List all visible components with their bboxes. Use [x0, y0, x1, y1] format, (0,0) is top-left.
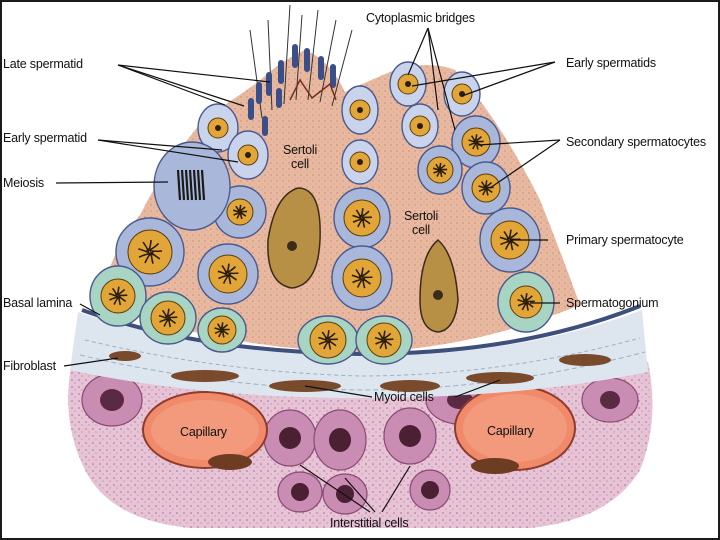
secondary-spermatocyte [461, 161, 511, 215]
peritubular-layer [70, 310, 648, 398]
late-spermatid-heads [248, 4, 353, 136]
label-myoid-cells: Myoid cells [374, 390, 434, 404]
label-late-spermatid: Late spermatid [3, 57, 83, 71]
primary-spermatocyte [115, 217, 185, 287]
early-spermatid [341, 139, 379, 185]
label-interstitial-cells: Interstitial cells [330, 516, 409, 530]
label-early-spermatids: Early spermatids [566, 56, 656, 70]
label-capillary-right: Capillary [487, 424, 534, 438]
early-spermatid [341, 85, 379, 135]
label-sertoli-cell-right: Sertoli cell [403, 209, 439, 237]
label-spermatogonium: Spermatogonium [566, 296, 659, 310]
interstitial-cell-cluster [81, 373, 639, 515]
label-sertoli-cell-right-line1: Sertoli [403, 209, 439, 223]
secondary-spermatocyte [417, 145, 463, 195]
early-spermatid [443, 71, 481, 117]
label-cytoplasmic-bridges: Cytoplasmic bridges [366, 11, 475, 25]
label-early-spermatid: Early spermatid [3, 131, 87, 145]
early-spermatid [227, 130, 269, 180]
label-sertoli-cell-top: Sertoli cell [282, 143, 318, 171]
label-sertoli-cell-top-line2: cell [291, 157, 309, 171]
label-fibroblast: Fibroblast [3, 359, 56, 373]
secondary-spermatocyte [451, 115, 501, 169]
spermatogonium [139, 291, 197, 345]
primary-spermatocyte [197, 243, 259, 305]
label-secondary-spermatocytes: Secondary spermatocytes [566, 135, 706, 149]
spermatogonium [297, 315, 359, 365]
spermatogonium [197, 307, 247, 353]
primary-spermatocyte [331, 245, 393, 311]
interstitial-tissue [68, 362, 653, 528]
label-basal-lamina: Basal lamina [3, 296, 73, 310]
sertoli-nucleus-right [419, 239, 459, 333]
sertoli-nucleus-left [267, 187, 321, 289]
meiosis-cell [153, 141, 231, 231]
spermatogonium [497, 271, 555, 333]
label-sertoli-cell-right-line2: cell [412, 223, 430, 237]
label-primary-spermatocyte: Primary spermatocyte [566, 233, 684, 247]
capillary-left [142, 391, 268, 470]
early-spermatid [389, 61, 427, 107]
leader-lines [55, 27, 561, 513]
label-capillary-left: Capillary [180, 425, 227, 439]
label-sertoli-cell-top-line1: Sertoli [282, 143, 318, 157]
early-spermatid [197, 103, 239, 153]
early-spermatid [401, 103, 439, 149]
spermatogonium [355, 315, 413, 365]
capillary-right [454, 385, 576, 474]
label-meiosis: Meiosis [3, 176, 44, 190]
spermatogonium [89, 265, 147, 327]
secondary-spermatocyte [333, 187, 391, 249]
